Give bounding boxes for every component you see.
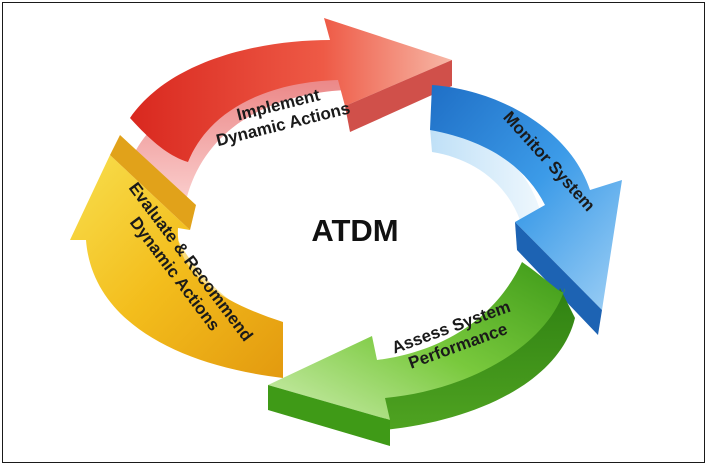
arrow-assess-face [268,262,565,420]
arrow-implement-side [132,55,345,205]
arrow-monitor-face [430,85,622,310]
arrow-evaluate [70,135,283,378]
arrow-assess [268,262,575,446]
arrow-implement-head-side [345,60,452,132]
arrow-monitor [430,85,622,335]
arrow-evaluate-head-side [110,135,196,230]
arrow-implement-face [130,18,452,162]
center-label: ATDM [311,213,398,248]
arrow-evaluate-face [70,155,283,378]
arrow-implement [130,18,452,205]
arrow-assess-head-side [268,385,390,446]
arrow-monitor-side [430,128,540,220]
arrow-monitor-head-side [515,222,602,335]
arrow-assess-side [385,288,575,430]
